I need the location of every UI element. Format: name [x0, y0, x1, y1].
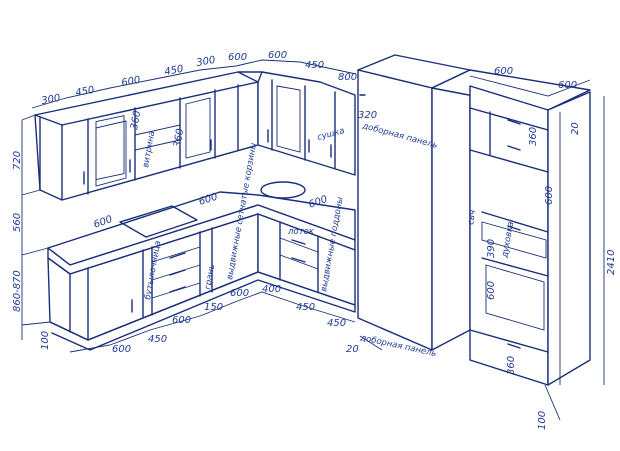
base-cabinets: [47, 181, 356, 351]
tall-side-dim: 600: [544, 186, 555, 205]
wall-top-dim: 450: [164, 64, 185, 78]
dimension-lines: [21, 59, 605, 421]
base-bottom-dim: 450: [148, 334, 167, 345]
base-bottom-dim: 600: [112, 344, 131, 355]
note-microwave: свч: [466, 209, 478, 225]
tall-side-dim: 20: [570, 122, 581, 135]
wall-top-dim: 450: [75, 85, 96, 99]
wall-top-dim: 800: [338, 72, 357, 83]
tall-side-dim: 390: [486, 239, 497, 258]
base-bottom-dim: 400: [262, 284, 281, 295]
wall-top-dim: 450: [305, 60, 324, 71]
base-bottom-dim: 600: [172, 315, 191, 326]
tall-side-dim: 360: [506, 356, 517, 375]
wall-side-dim: 720: [12, 151, 23, 170]
wall-cabinets: [34, 71, 356, 201]
base-bottom-dim: 450: [296, 302, 315, 313]
tall-fridge: [357, 54, 471, 351]
wall-top-dim: 300: [41, 93, 62, 107]
dimension-labels: 300 450 600 450 300 600 600 450 800 720 …: [12, 50, 617, 430]
wall-top-dim: 600: [228, 52, 247, 63]
base-bottom-dim: 600: [230, 288, 249, 299]
note-edge: грань: [203, 264, 217, 291]
wall-depth-dim: 320: [358, 110, 377, 121]
wall-side-dim: 560: [12, 213, 23, 232]
base-bottom-dim: 150: [204, 302, 223, 313]
wall-depth-dim: 360: [172, 128, 186, 149]
note-tray: лоток: [287, 227, 315, 237]
wall-top-dim: 600: [121, 75, 142, 89]
tall-oven-column: [431, 69, 591, 386]
base-bottom-dim: 20: [346, 344, 359, 355]
tall-side-dim: 100: [537, 411, 548, 430]
wall-depth-dim: 360: [129, 110, 143, 131]
base-bottom-dim: 450: [327, 318, 346, 329]
wall-top-dim: 600: [268, 50, 287, 61]
tall-side-dim: 600: [486, 281, 497, 300]
tall-side-dim: 360: [528, 127, 539, 146]
tall-top-dim: 600: [558, 80, 577, 91]
tall-side-dim: 2410: [606, 250, 617, 275]
wall-top-dim: 300: [196, 55, 217, 69]
wall-side-dim: 860-870: [12, 270, 23, 312]
tall-top-dim: 600: [494, 66, 513, 77]
wall-side-dim: 100: [40, 331, 51, 350]
